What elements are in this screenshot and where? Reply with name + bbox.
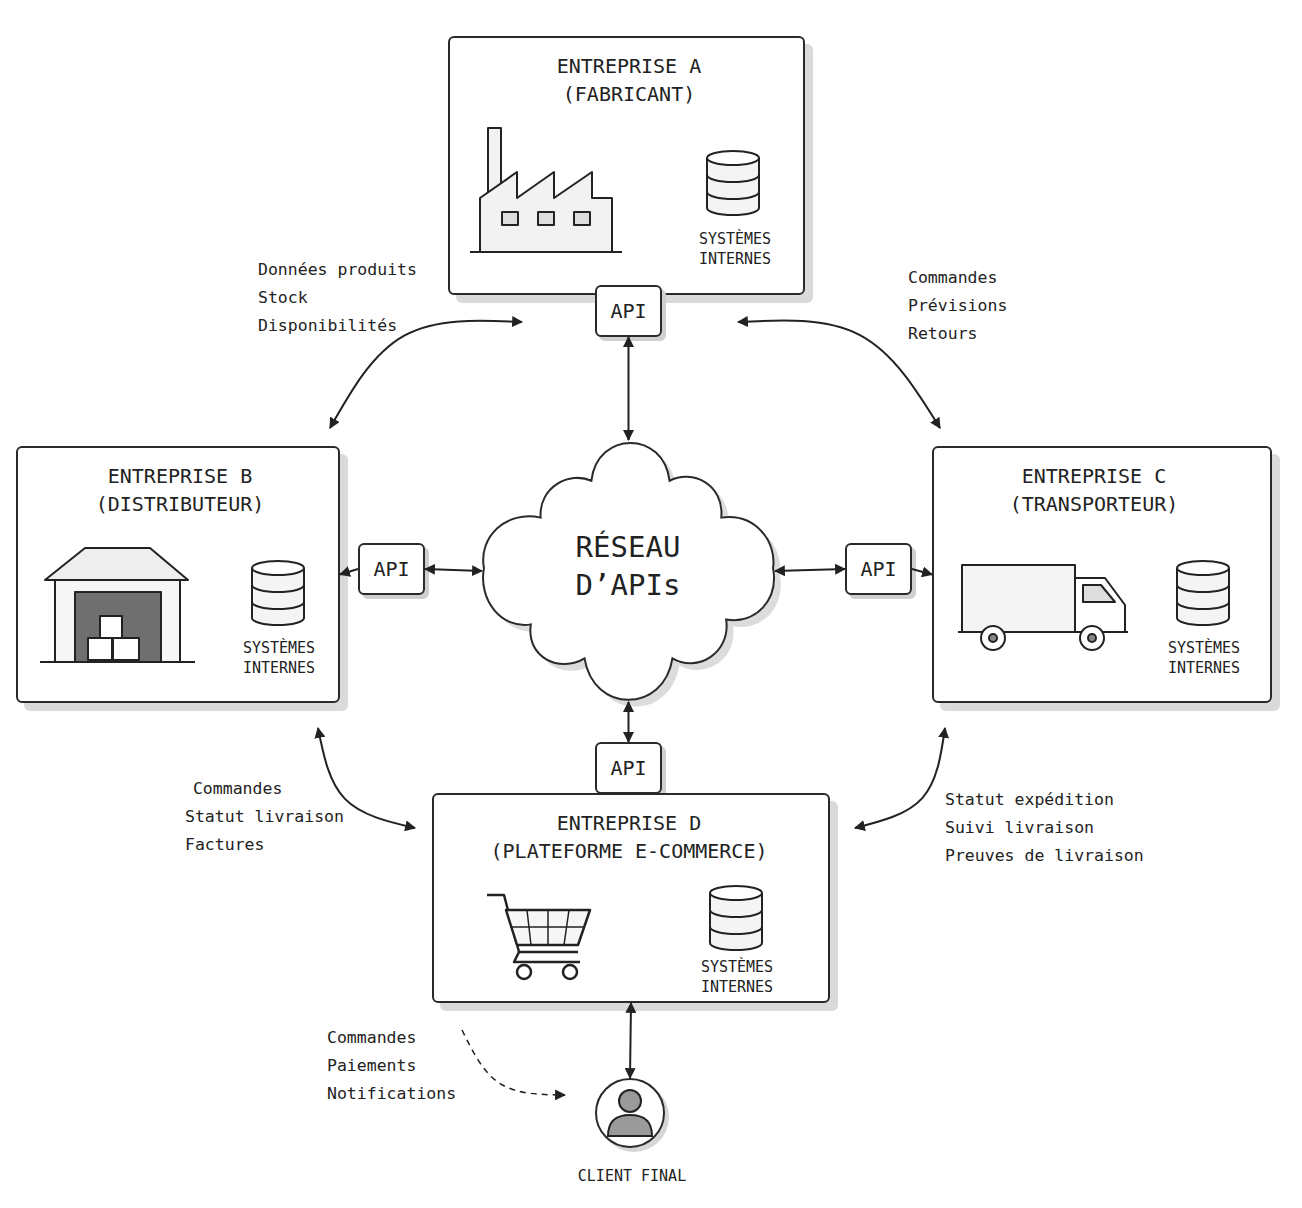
api-box: API: [358, 543, 425, 595]
parcel-box: [100, 616, 122, 638]
system-label: SYSTÈMES INTERNES: [1161, 638, 1247, 678]
factory-chimney: [488, 128, 501, 202]
flow-label: Statut expédition Suivi livraison Preuve…: [945, 786, 1149, 870]
node-title: RÉSEAU D’APIs: [567, 528, 689, 604]
truck-wheel: [981, 626, 1005, 650]
system-label: SYSTÈMES INTERNES: [236, 638, 322, 678]
cart-wheel: [517, 965, 531, 979]
truck-cab: [1075, 578, 1125, 632]
company-box: ENTREPRISE C (TRANSPORTEUR) SYSTÈMES INTE…: [932, 446, 1272, 703]
truck-cargo: [962, 565, 1075, 632]
node-title: API: [367, 556, 415, 582]
connector-arrow: [330, 321, 522, 428]
person-head: [619, 1090, 641, 1112]
company-box: ENTREPRISE A (FABRICANT) SYSTÈMES INTERNE…: [448, 36, 805, 295]
cloud-shape: [483, 443, 774, 700]
database-icon: [707, 151, 759, 215]
warehouse-door: [75, 592, 161, 662]
flow-label: Données produits Stock Disponibilités: [258, 256, 422, 340]
node-title: API: [604, 298, 652, 324]
person-icon: [608, 1090, 652, 1136]
connector-arrow: [628, 702, 630, 742]
connector-arrow: [855, 728, 945, 828]
warehouse-icon: [40, 548, 195, 662]
truck-chassis: [958, 631, 1128, 633]
dashed-arrow: [462, 1030, 565, 1095]
cart-basket: [506, 910, 590, 945]
connector-arrow: [340, 569, 358, 575]
warehouse-roof: [45, 548, 188, 580]
company-box: ENTREPRISE B (DISTRIBUTEUR) SYSTÈMES INTE…: [16, 446, 340, 703]
factory-window: [538, 212, 554, 225]
truck-hub: [1088, 634, 1096, 642]
flow-label: Commandes Prévisions Retours: [908, 264, 1012, 348]
company-box: ENTREPRISE D (PLATEFORME E-COMMERCE) SYST…: [432, 793, 830, 1003]
system-label: SYSTÈMES INTERNES: [692, 229, 778, 269]
ground-line: [470, 251, 622, 253]
parcel-box: [113, 638, 139, 660]
factory-icon: [470, 128, 622, 252]
factory-window: [574, 212, 590, 225]
ground-line: [40, 661, 195, 663]
node-title: API: [604, 755, 652, 781]
flow-label: Commandes Statut livraison Factures: [185, 775, 349, 859]
api-box: API: [845, 543, 912, 595]
warehouse-wall: [55, 580, 180, 662]
connector-arrow: [775, 569, 845, 571]
database-icon: [1177, 561, 1229, 625]
api-box: API: [595, 742, 662, 794]
cart-wheel: [563, 965, 577, 979]
network-cloud: RÉSEAU D’APIs: [482, 440, 775, 702]
parcel-box: [88, 638, 112, 660]
person-body: [608, 1115, 652, 1136]
factory-window: [502, 212, 518, 225]
connector-arrow: [912, 569, 932, 575]
cart-grid: [510, 910, 584, 945]
connector-arrow: [630, 1003, 631, 1078]
flow-label: Commandes Paiements Notifications: [327, 1024, 461, 1108]
factory-body: [480, 172, 612, 252]
cart-handle: [487, 895, 578, 952]
truck-hub: [989, 634, 997, 642]
connector-arrow: [425, 569, 482, 571]
node-title: ENTREPRISE C (TRANSPORTEUR): [1007, 462, 1182, 518]
database-icon: [252, 561, 304, 625]
truck-window: [1083, 585, 1115, 602]
connector-arrow: [628, 337, 630, 440]
node-title: ENTREPRISE D (PLATEFORME E-COMMERCE): [488, 809, 771, 865]
cart-icon: [487, 895, 590, 979]
truck-icon: [958, 565, 1128, 650]
client-circle: CLIENT FINAL: [595, 1078, 665, 1148]
system-label: SYSTÈMES INTERNES: [694, 957, 780, 997]
node-title: ENTREPRISE A (FABRICANT): [545, 52, 714, 108]
node-title: ENTREPRISE B (DISTRIBUTEUR): [93, 462, 268, 518]
node-title: API: [854, 556, 902, 582]
cart-frame: [514, 952, 580, 962]
truck-wheel: [1080, 626, 1104, 650]
database-icon: [710, 886, 762, 950]
api-box: API: [595, 285, 662, 337]
node-title: CLIENT FINAL: [569, 1166, 695, 1186]
